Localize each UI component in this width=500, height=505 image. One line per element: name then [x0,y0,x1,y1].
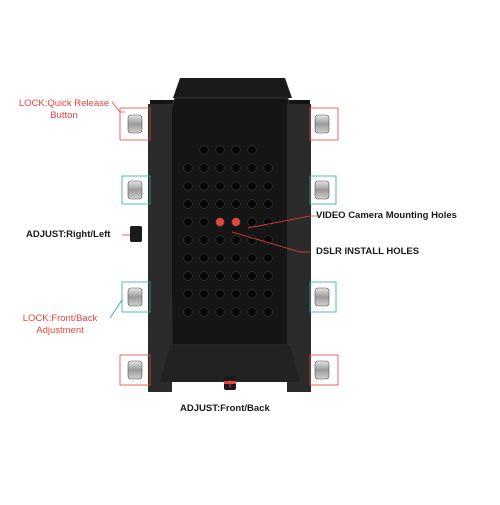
mounting-hole-icon [183,181,193,191]
mounting-hole-icon [215,163,225,173]
callout-lock-fb [109,299,123,319]
label-video-camera-mounting-holes: VIDEO Camera Mounting Holes [316,210,457,221]
mounting-hole-icon [199,235,209,245]
mounting-hole-icon [263,307,273,317]
label-lock-quick-release: LOCK:Quick Release Button [5,98,123,122]
mounting-hole-icon [247,145,257,155]
mounting-hole-icon [247,217,257,227]
mounting-hole-icon [247,253,257,263]
mounting-hole-icon [247,235,257,245]
mounting-hole-icon [215,181,225,191]
mounting-hole-icon [231,307,241,317]
mounting-hole-icon [183,235,193,245]
mounting-hole-icon [199,181,209,191]
mounting-hole-icon [199,199,209,209]
callout-box-mid-left-upper [121,175,151,205]
knob-icon [314,360,330,380]
mounting-hole-icon [263,235,273,245]
mounting-hole-icon [199,271,209,281]
knob-icon [127,114,143,134]
mounting-hole-icon [247,181,257,191]
mounting-hole-icon [263,181,273,191]
mounting-hole-icon [247,271,257,281]
mounting-hole-icon [247,163,257,173]
highlighted-mounting-hole-icon [215,217,225,227]
mounting-hole-icon [231,253,241,263]
mounting-hole-icon [263,163,273,173]
mounting-hole-icon [231,235,241,245]
mounting-hole-icon [199,145,209,155]
highlighted-mounting-hole-icon [231,217,241,227]
mounting-hole-icon [247,199,257,209]
label-lock-front-back-line2: Adjustment [36,325,84,336]
mounting-hole-icon [215,307,225,317]
callout-dslr-holes [231,231,310,253]
mounting-hole-icon [183,271,193,281]
mounting-hole-icon [215,199,225,209]
mounting-hole-icon [231,271,241,281]
mounting-hole-icon [183,289,193,299]
mounting-hole-icon [183,253,193,263]
mounting-hole-icon [263,289,273,299]
mounting-hole-icon [247,289,257,299]
knob-icon [314,287,330,307]
red-callouts [111,101,339,388]
callout-box-mid-right-upper [309,175,337,205]
mounting-hole-icon [183,163,193,173]
mounting-hole-icon [231,181,241,191]
callout-box-top-left [119,107,151,141]
callout-box-mid-left-lower [121,281,151,313]
label-adjust-right-left: ADJUST:Right/Left [26,229,111,240]
knob-icon [127,180,143,200]
mounting-holes [183,145,273,317]
left-grip-pad [148,104,172,392]
knobs [127,114,330,390]
mounting-hole-icon [199,217,209,227]
mounting-hole-icon [215,289,225,299]
mounting-hole-icon [231,289,241,299]
mounting-hole-icon [183,307,193,317]
mounting-hole-icon [183,217,193,227]
knob-icon [127,287,143,307]
label-lock-quick-release-line2: Button [50,110,78,121]
mounting-hole-icon [231,145,241,155]
mounting-hole-icon [215,235,225,245]
mounting-hole-icon [199,253,209,263]
label-adjust-front-back: ADJUST:Front/Back [180,403,270,414]
mounting-hole-icon [199,289,209,299]
callout-box-mid-right-lower [309,281,337,313]
label-lock-quick-release-line1: LOCK:Quick Release [18,98,110,109]
callout-box-top-right [309,107,339,141]
knob-icon [314,114,330,134]
mounting-hole-icon [199,163,209,173]
knob-icon [314,180,330,200]
callout-box-bottom-right [309,354,339,386]
label-lock-front-back-line1: LOCK:Front/Back [22,313,98,324]
plate-top-tab [173,78,292,98]
mounting-hole-icon [183,199,193,209]
mounting-hole-icon [247,307,257,317]
callout-box-bottom-left [119,354,151,386]
teal-callouts [109,175,337,319]
mounting-hole-icon [263,271,273,281]
mounting-hole-icon [199,307,209,317]
knob-icon [127,360,143,380]
mounting-hole-icon [263,253,273,263]
plate-bottom-lip [160,345,300,382]
mounting-hole-icon [263,199,273,209]
mounting-hole-icon [215,145,225,155]
mounting-hole-icon [231,199,241,209]
mounting-hole-icon [231,163,241,173]
right-grip-pad [287,104,311,392]
adjust-right-left-knob-icon [130,226,142,242]
label-dslr-install-holes: DSLR INSTALL HOLES [316,246,420,257]
mounting-hole-icon [215,271,225,281]
label-lock-front-back: LOCK:Front/Back Adjustment [5,313,115,337]
mounting-hole-icon [215,253,225,263]
callout-video-holes [247,215,320,229]
